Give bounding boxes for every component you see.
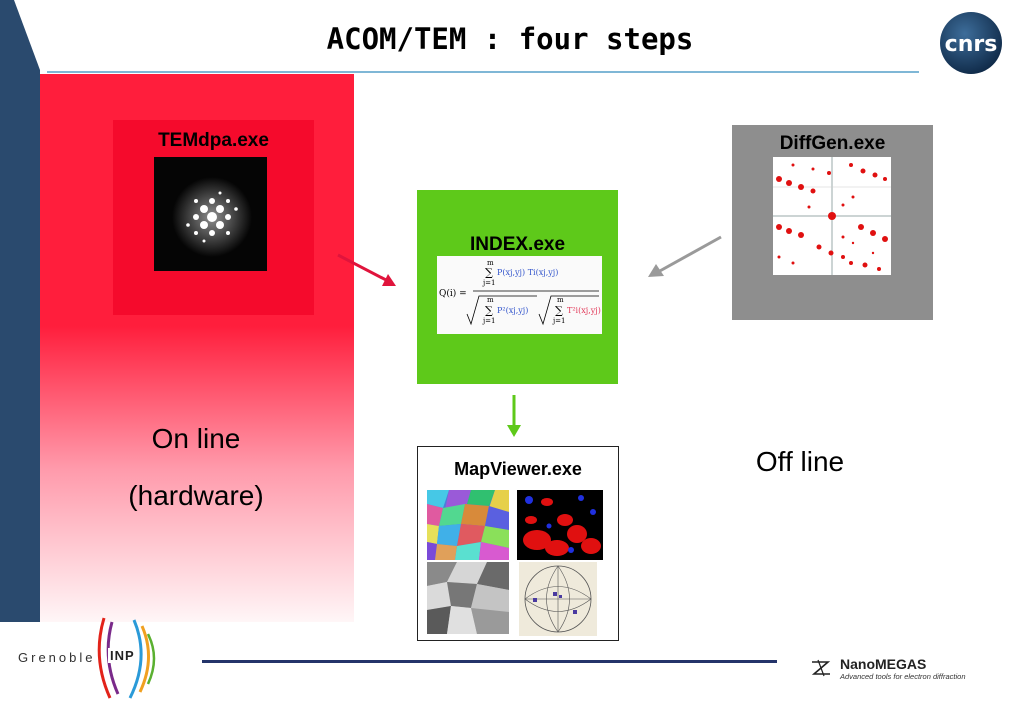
footer-rule	[202, 660, 777, 663]
diffraction-pattern-image	[154, 157, 267, 271]
nanomegas-icon	[811, 659, 831, 677]
temdpa-label: TEMdpa.exe	[158, 130, 269, 151]
formula-den2-upper: m	[557, 296, 564, 304]
inp-text: INP	[108, 648, 137, 663]
mapviewer-box: MapViewer.exe	[417, 446, 619, 641]
phase-map-image	[517, 490, 603, 560]
arrow-index-to-mapviewer	[507, 395, 521, 437]
formula-denominator-2: T²i(xj,yj)	[567, 306, 601, 315]
formula-den1-upper: m	[487, 296, 494, 304]
temdpa-box: TEMdpa.exe	[113, 120, 314, 315]
index-label: INDEX.exe	[469, 234, 566, 255]
sigma-symbol-2: ∑	[485, 304, 493, 317]
slide-title: ACOM/TEM : four steps	[326, 22, 694, 56]
formula-lhs: Q(i) =	[439, 288, 467, 299]
grenoble-text: Grenoble	[18, 650, 96, 665]
formula-den1-lower: j=1	[482, 317, 496, 325]
cnrs-logo-text: cnrs	[945, 32, 998, 57]
nanomegas-name: NanoMEGAS	[840, 656, 927, 672]
online-caption: On line	[151, 423, 241, 454]
nanomegas-logo: NanoMEGAS Advanced tools for electron di…	[810, 654, 1010, 694]
pole-figure-image	[519, 562, 597, 636]
diffgen-label: DiffGen.exe	[779, 133, 886, 154]
diffgen-box: DiffGen.exe	[732, 125, 933, 320]
orientation-map-image	[427, 490, 509, 560]
quality-map-image	[427, 562, 509, 634]
correlation-formula: Q(i) = m ∑ j=1 P(xj,yj) Ti(xj,yj) m ∑ j=…	[437, 256, 602, 334]
formula-den2-lower: j=1	[552, 317, 566, 325]
nanomegas-tagline: Advanced tools for electron diffraction	[840, 672, 966, 681]
offline-caption: Off line	[755, 446, 845, 477]
formula-denominator-1: P²(xj,yj)	[497, 306, 528, 315]
grenoble-inp-logo: Grenoble INP	[14, 612, 164, 704]
formula-numerator: P(xj,yj) Ti(xj,yj)	[497, 268, 558, 277]
arrow-diffgen-to-index	[648, 235, 722, 277]
sigma-symbol-3: ∑	[555, 304, 563, 317]
left-side-bar	[0, 0, 40, 622]
cnrs-logo: cnrs	[940, 12, 1002, 74]
formula-sum-upper: m	[487, 259, 494, 267]
title-underline	[47, 71, 919, 73]
mapviewer-label: MapViewer.exe	[454, 459, 582, 479]
index-box: INDEX.exe Q(i) = m ∑ j=1 P(xj,yj) Ti(xj,…	[417, 190, 618, 384]
sigma-symbol: ∑	[485, 266, 493, 279]
arrow-temdpa-to-index	[337, 253, 396, 286]
simulated-pattern-image	[773, 157, 891, 275]
hardware-caption: (hardware)	[128, 480, 264, 511]
formula-sum-lower: j=1	[482, 279, 496, 287]
